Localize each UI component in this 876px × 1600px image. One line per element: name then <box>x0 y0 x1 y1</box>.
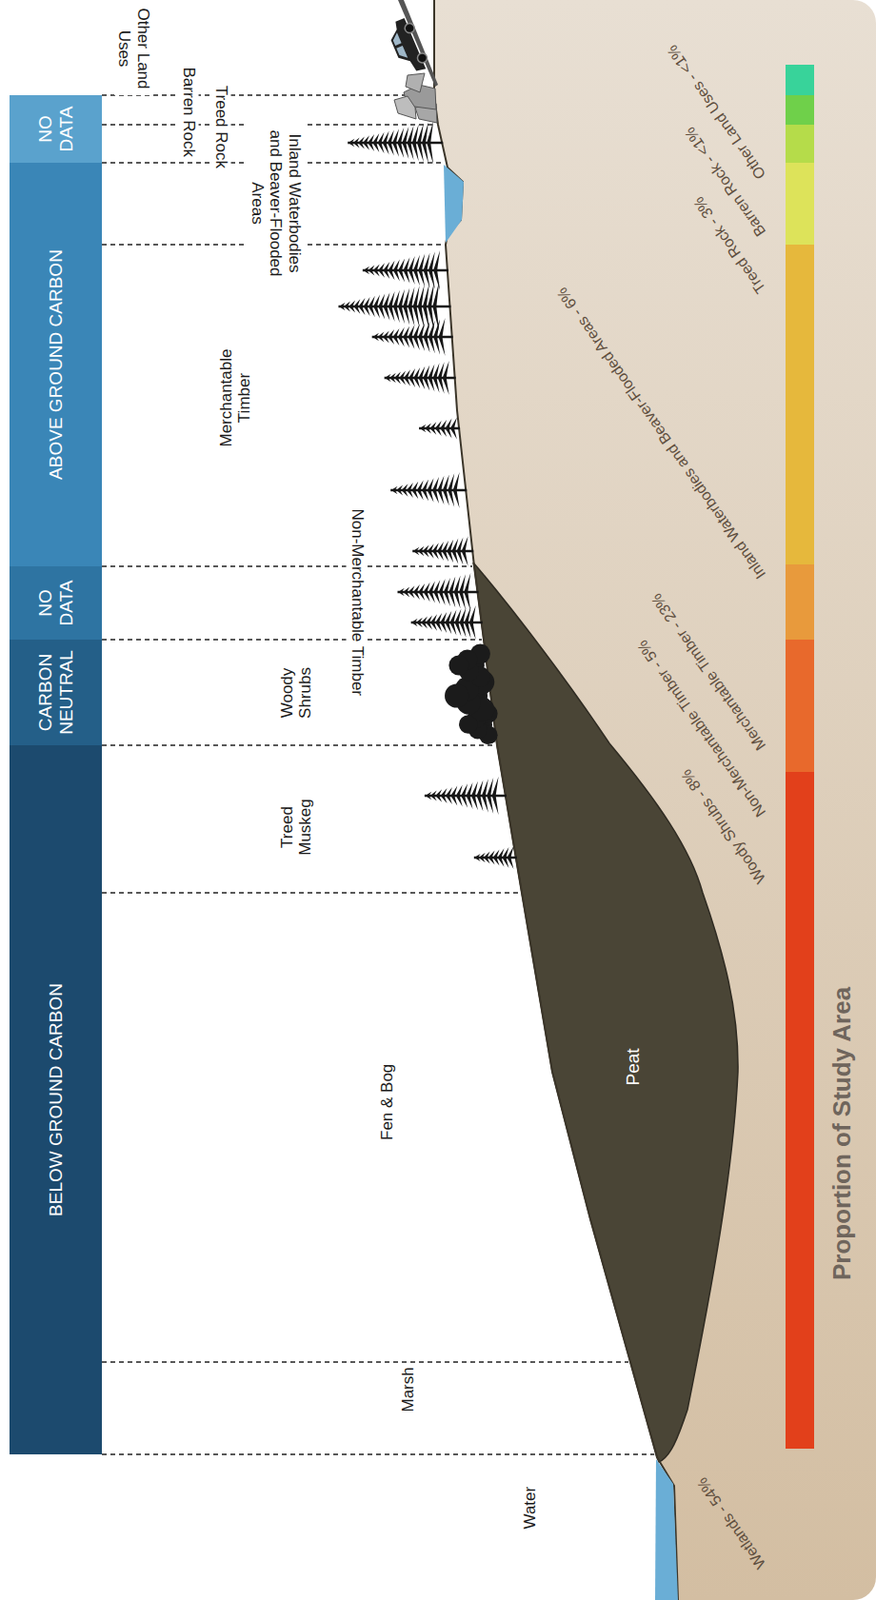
region-label: Non-Merchantable Timber <box>346 506 368 700</box>
spruce-tree <box>398 573 479 612</box>
car-wheel <box>403 21 417 35</box>
band-text: BELOW GROUND CARBON <box>45 983 67 1217</box>
region-label: Barren Rock <box>178 64 200 160</box>
divider-line <box>101 1453 655 1456</box>
carbon-band: BELOW GROUND CARBON <box>9 745 102 1455</box>
open-water <box>655 1459 678 1600</box>
band-text: ABOVE GROUND CARBON <box>45 249 67 480</box>
vegetation <box>338 120 517 870</box>
carbon-band: ABOVE GROUND CARBON <box>9 162 102 567</box>
car-wheel <box>416 51 429 64</box>
band-text: NO DATA <box>35 99 78 160</box>
region-label: Inland Waterbodies and Beaver-Flooded Ar… <box>246 118 305 291</box>
rock <box>405 73 425 93</box>
spruce-tree <box>418 417 460 439</box>
spruce-tree <box>411 605 483 640</box>
spruce-tree <box>372 318 454 357</box>
rocks-and-car <box>384 0 438 123</box>
proportion-bar-segment <box>785 162 815 245</box>
region-label: Fen & Bog <box>377 1061 399 1144</box>
region-label: Water <box>519 1484 541 1533</box>
region-label: Peat <box>621 1045 645 1089</box>
proportion-bar-segment <box>785 639 815 773</box>
ground-layer <box>434 0 876 1600</box>
spruce-tree <box>474 846 518 870</box>
divider-line <box>101 565 473 568</box>
region-label: Other Land Uses <box>114 1 154 96</box>
proportion-bar-segment <box>785 95 815 125</box>
car-window <box>390 32 408 60</box>
band-text: NO DATA <box>35 570 78 637</box>
spruce-tree <box>347 120 443 165</box>
carbon-band: CARBON NEUTRAL <box>9 639 102 746</box>
region-label: Treed Rock <box>210 82 232 172</box>
car-body <box>384 18 426 78</box>
region-label: Marsh <box>398 1364 419 1415</box>
spruce-tree <box>338 280 451 332</box>
beaver-pond <box>443 164 464 243</box>
region-label: Treed Muskeg <box>277 781 317 874</box>
shrub <box>448 656 469 677</box>
spruce-tree <box>412 536 474 567</box>
divider-line <box>101 744 496 747</box>
peat-layer <box>473 562 738 1463</box>
spruce-tree <box>384 360 457 396</box>
carbon-band: NO DATA <box>9 95 102 163</box>
spruce-tree <box>390 472 467 509</box>
proportion-bar-segment <box>785 564 815 640</box>
axis-title: Proportion of Study Area <box>827 984 858 1284</box>
mineral-soil <box>434 0 876 1600</box>
band-text: CARBON NEUTRAL <box>35 643 78 742</box>
shrub <box>444 683 469 708</box>
proportion-bar-segment <box>785 772 815 1450</box>
proportion-bar-segment <box>785 124 815 163</box>
divider-line <box>101 638 482 641</box>
carbon-band: NO DATA <box>9 566 102 640</box>
divider-line <box>101 892 520 895</box>
spruce-tree <box>362 250 449 291</box>
rock <box>394 96 417 120</box>
proportion-bar-segment <box>785 64 815 96</box>
proportion-bar-segment <box>785 244 815 565</box>
spruce-tree <box>424 776 507 816</box>
car <box>384 16 431 78</box>
divider-line <box>101 1361 629 1364</box>
region-label: Woody Shrubs <box>277 645 317 742</box>
region-label: Merchantable Timber <box>216 333 256 463</box>
